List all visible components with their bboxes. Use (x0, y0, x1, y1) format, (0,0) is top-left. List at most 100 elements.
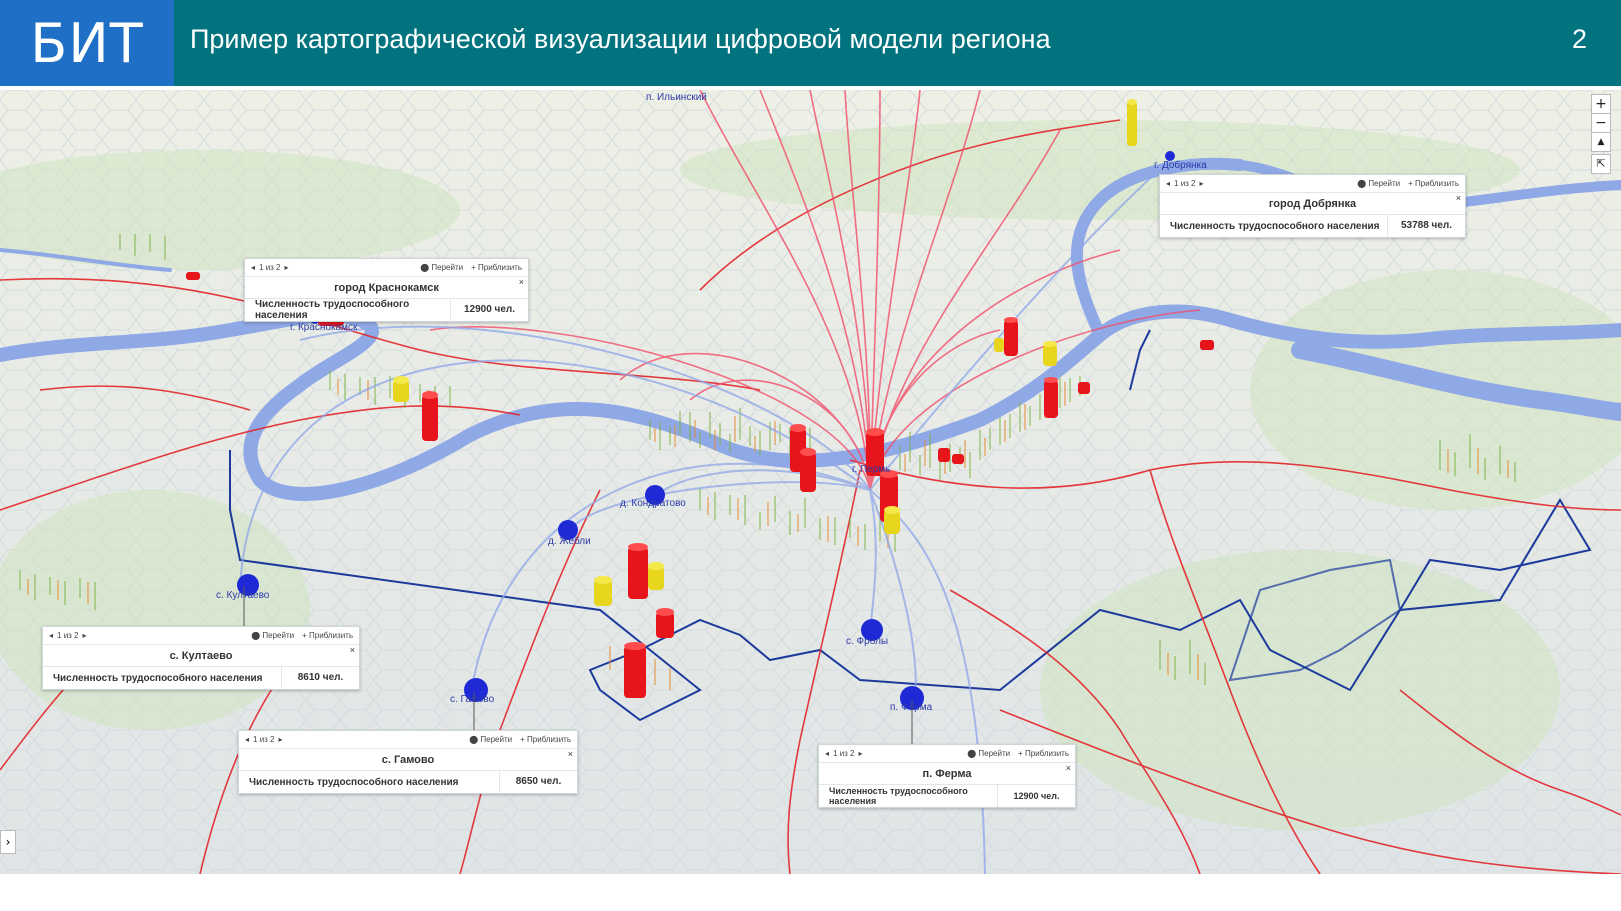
zoom-in-button[interactable]: + (1591, 94, 1611, 114)
popup-header: ◂1 из 2▸ ⬤ Перейти + Приблизить (245, 259, 528, 277)
bar-yellow (594, 576, 612, 606)
pin-icon: ⬤ (251, 631, 261, 640)
point-kultaevo (237, 574, 259, 596)
prev-icon[interactable]: ◂ (49, 631, 54, 640)
point-zhebli (558, 520, 578, 540)
zoom-to-button[interactable]: + Приблизить (1018, 749, 1069, 758)
zoom-to-label: Приблизить (1415, 179, 1459, 188)
plus-icon: + (1018, 749, 1023, 758)
next-icon[interactable]: ▸ (1199, 179, 1204, 188)
popup-title-text: город Добрянка (1268, 198, 1357, 210)
popup-krasnokamsk: ◂1 из 2▸ ⬤ Перейти+ Приблизить город Кра… (244, 258, 529, 322)
popup-row: Численность трудоспособного населения 861… (43, 667, 359, 689)
pin-icon: ⬤ (1357, 179, 1367, 188)
popup-title-text: с. Гамово (381, 754, 435, 766)
goto-button[interactable]: ⬤ Перейти (469, 735, 512, 744)
goto-label: Перейти (978, 749, 1011, 758)
plus-icon: + (471, 263, 476, 272)
bar-red (628, 543, 648, 599)
popup-title-text: п. Ферма (922, 768, 972, 780)
popup-title: с. Култаево × (43, 645, 359, 667)
popup-field: Численность трудоспособного населения (53, 672, 263, 684)
goto-button[interactable]: ⬤ Перейти (1357, 179, 1400, 188)
bar-yellow (648, 562, 664, 590)
bar-red (656, 608, 674, 638)
bar-red (624, 642, 646, 698)
export-button[interactable]: ⇱ (1591, 154, 1611, 174)
prev-icon[interactable]: ◂ (825, 749, 830, 758)
next-icon[interactable]: ▸ (82, 631, 87, 640)
popup-pager: 1 из 2 (1174, 179, 1196, 188)
zoom-to-button[interactable]: + Приблизить (520, 735, 571, 744)
next-icon[interactable]: ▸ (278, 735, 283, 744)
close-icon[interactable]: × (1455, 193, 1461, 203)
prev-icon[interactable]: ◂ (251, 263, 256, 272)
pin-icon: ⬤ (420, 263, 430, 272)
goto-label: Перейти (1368, 179, 1401, 188)
bar-yellow (884, 506, 900, 534)
popup-pager: 1 из 2 (833, 749, 855, 758)
close-icon[interactable]: × (518, 277, 524, 287)
popup-title: с. Гамово × (239, 749, 577, 771)
point-dobryanka (1165, 151, 1175, 161)
bar-red (1004, 317, 1018, 356)
point-gamovo (464, 678, 488, 702)
compass-button[interactable]: ▲ (1591, 132, 1611, 152)
prev-icon[interactable]: ◂ (1166, 179, 1171, 188)
zoom-to-button[interactable]: + Приблизить (1408, 179, 1459, 188)
goto-button[interactable]: ⬤ Перейти (251, 631, 294, 640)
close-icon[interactable]: × (1065, 763, 1071, 773)
pin-icon: ⬤ (967, 749, 977, 758)
point-froly (861, 619, 883, 641)
goto-button[interactable]: ⬤ Перейти (420, 263, 463, 272)
popup-pager: 1 из 2 (259, 263, 281, 272)
popup-title: город Добрянка × (1160, 193, 1465, 215)
zoom-out-button[interactable]: − (1591, 113, 1611, 133)
popup-dobryanka: ◂1 из 2▸ ⬤ Перейти + Приблизить город Доб… (1159, 174, 1466, 238)
point-ferma (900, 686, 924, 710)
logo: БИТ (0, 0, 174, 86)
next-icon[interactable]: ▸ (284, 263, 289, 272)
popup-title-text: с. Култаево (169, 650, 233, 662)
prev-icon[interactable]: ◂ (245, 735, 250, 744)
zoom-to-button[interactable]: + Приблизить (471, 263, 522, 272)
bar-yellow (994, 338, 1004, 352)
side-panel-toggle[interactable]: › (0, 830, 16, 854)
close-icon[interactable]: × (349, 645, 355, 655)
popup-pager: 1 из 2 (253, 735, 275, 744)
label-krasnokamsk: г. Краснокамск (290, 322, 358, 333)
plus-icon: + (302, 631, 307, 640)
goto-button[interactable]: ⬤ Перейти (967, 749, 1010, 758)
bar-red (952, 454, 964, 464)
label-zhebli: д. Жебли (548, 536, 591, 547)
slide-title: Пример картографической визуализации циф… (190, 24, 1051, 54)
goto-label: Перейти (480, 735, 513, 744)
label-kondratovo: д. Кондратово (620, 498, 686, 509)
popup-value: 12900 чел. (450, 299, 528, 321)
label-perm: г. Пермь (852, 464, 891, 475)
goto-label: Перейти (431, 263, 464, 272)
popup-value: 12900 чел. (997, 785, 1075, 807)
bar-red (422, 391, 438, 441)
label-dobryanka: г. Добрянка (1154, 160, 1207, 171)
popup-header: ◂1 из 2▸ ⬤ Перейти + Приблизить (819, 745, 1075, 763)
popup-field: Численность трудоспособного населения (1170, 220, 1380, 232)
popup-ferma: ◂1 из 2▸ ⬤ Перейти + Приблизить п. Ферма ×… (818, 744, 1076, 808)
close-icon[interactable]: × (567, 749, 573, 759)
bar-red (1044, 377, 1058, 418)
popup-value: 8610 чел. (281, 667, 359, 689)
map-viewport[interactable]: г. Краснокамск д. Кондратово д. Жебли с.… (0, 90, 1621, 874)
slide-header: БИТ Пример картографической визуализации… (0, 0, 1621, 86)
goto-label: Перейти (262, 631, 295, 640)
admin-boundary (229, 329, 1592, 722)
bar-red (866, 428, 884, 476)
popup-value: 53788 чел. (1387, 215, 1465, 237)
popup-kultaevo: ◂1 из 2▸ ⬤ Перейти+ Приблизить с. Култае… (42, 626, 360, 690)
zoom-to-button[interactable]: + Приблизить (302, 631, 353, 640)
next-icon[interactable]: ▸ (858, 749, 863, 758)
page-number: 2 (1571, 24, 1587, 54)
label-gamovo: с. Гамово (450, 694, 495, 705)
label-ferma: п. Ферма (890, 702, 933, 713)
